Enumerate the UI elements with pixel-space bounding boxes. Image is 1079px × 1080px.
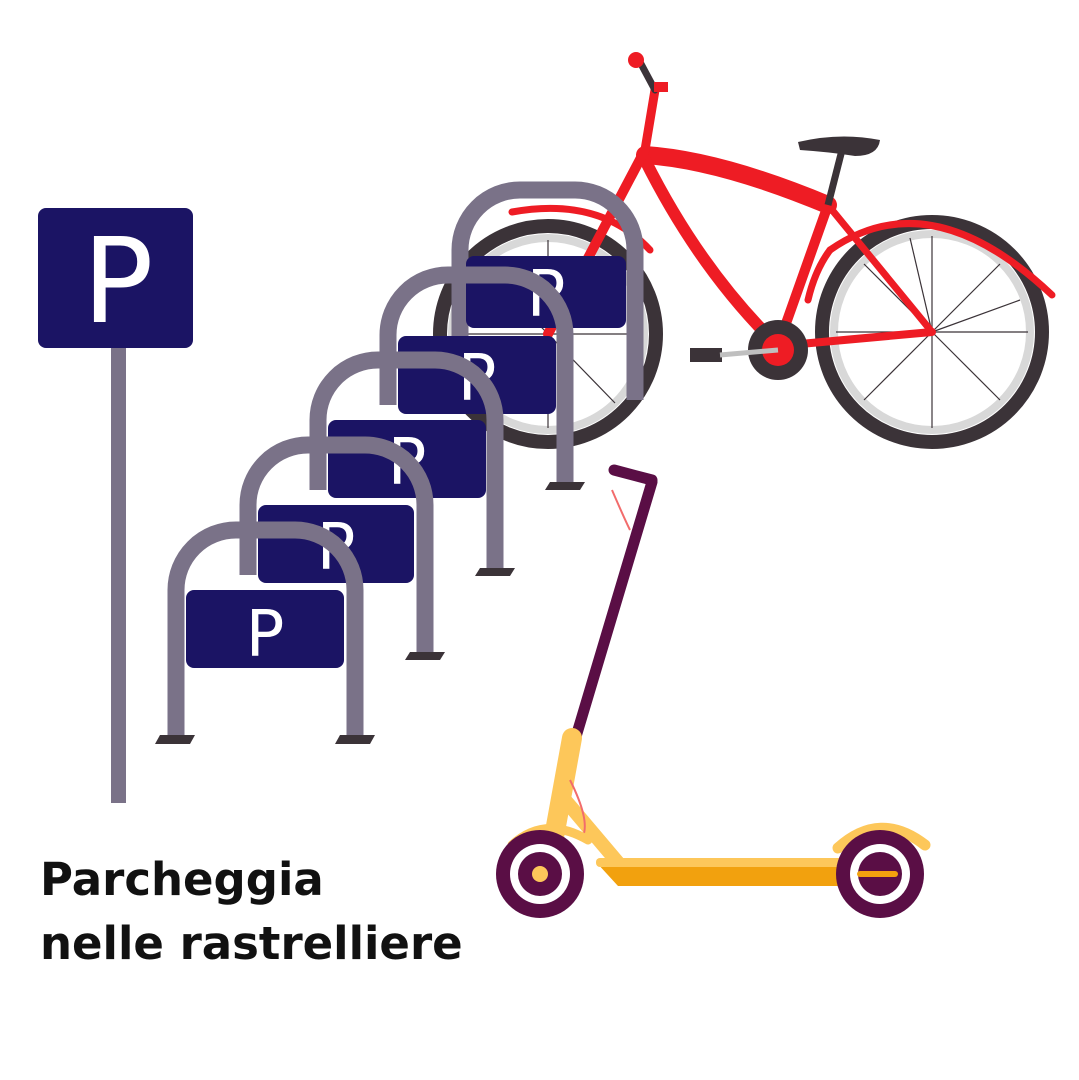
rack-unit: P <box>155 521 375 744</box>
caption-line-2: nelle rastrelliere <box>40 917 463 970</box>
caption-line-1: Parcheggia <box>40 853 324 906</box>
rack-plate-letter: P <box>246 598 285 672</box>
bike-rack-icon: P P P P P <box>155 181 644 744</box>
caption: Parcheggia nelle rastrelliere <box>40 848 463 976</box>
kick-scooter-icon <box>496 464 931 918</box>
parking-sign-icon: P <box>38 208 193 803</box>
parking-sign-letter: P <box>82 212 153 350</box>
